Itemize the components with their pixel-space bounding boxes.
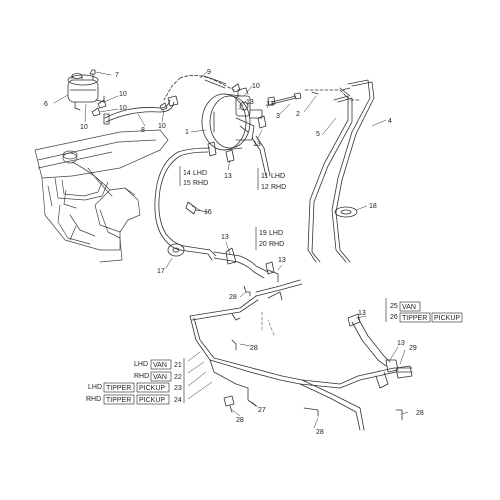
lower-brake-pipes — [189, 279, 413, 431]
tag-lhd: LHD — [271, 173, 285, 180]
tag-rhd: RHD — [134, 373, 149, 380]
vacuum-hose-14-15 — [154, 141, 217, 261]
pipe-26-hose — [347, 313, 399, 373]
leader-lines — [53, 71, 409, 429]
callout-29[interactable]: 29 — [409, 345, 417, 352]
callout-13[interactable]: 13 — [266, 101, 274, 108]
label-box-19-20: 19 LHD 20 RHD — [255, 227, 284, 250]
label-box-25-26: 25 VAN 26 TIPPER PICKUP — [385, 298, 463, 323]
callout-19[interactable]: 19 — [259, 230, 267, 237]
brake-booster — [201, 87, 263, 151]
vacuum-hose-11-12 — [251, 135, 271, 177]
callout-5[interactable]: 5 — [316, 131, 320, 138]
brake-pipe-4 — [331, 79, 375, 263]
grommet-18 — [334, 206, 358, 218]
callout-13[interactable]: 13 — [246, 99, 254, 106]
tag-pickup: PICKUP — [434, 315, 460, 322]
bolts-28 — [223, 285, 403, 421]
tag-tipper: TIPPER — [106, 385, 131, 392]
tag-rhd: RHD — [193, 180, 208, 187]
callout-18[interactable]: 18 — [369, 203, 377, 210]
callout-14[interactable]: 14 — [183, 170, 191, 177]
callout-4[interactable]: 4 — [388, 118, 392, 125]
label-box-11-12: 11 LHD 12 RHD — [257, 168, 286, 191]
callout-10[interactable]: 10 — [80, 124, 88, 131]
hose-8 — [103, 95, 179, 125]
callout-10[interactable]: 10 — [119, 91, 127, 98]
hose-19-20 — [213, 247, 269, 279]
small-parts — [167, 115, 279, 283]
callout-17[interactable]: 17 — [157, 268, 165, 275]
callout-1[interactable]: 1 — [185, 129, 189, 136]
callout-20[interactable]: 20 — [259, 241, 267, 248]
callout-28[interactable]: 28 — [250, 345, 258, 352]
callout-28[interactable]: 28 — [416, 410, 424, 417]
callout-28[interactable]: 28 — [316, 429, 324, 436]
callout-13[interactable]: 13 — [253, 141, 261, 148]
callout-10[interactable]: 10 — [119, 105, 127, 112]
callout-10[interactable]: 10 — [158, 123, 166, 130]
tag-tipper: TIPPER — [106, 397, 131, 404]
callout-7[interactable]: 7 — [115, 72, 119, 79]
tag-pickup: PICKUP — [139, 385, 165, 392]
tag-lhd: LHD — [269, 230, 283, 237]
tag-rhd: RHD — [271, 184, 286, 191]
clips-10 — [91, 83, 241, 117]
bolt-7 — [89, 69, 96, 81]
callout-23[interactable]: 23 — [174, 385, 182, 392]
brake-pipe-5 — [307, 87, 353, 263]
vehicle-body-outline — [34, 129, 169, 263]
callout-22[interactable]: 22 — [174, 374, 182, 381]
callout-12[interactable]: 12 — [261, 184, 269, 191]
callout-28[interactable]: 28 — [236, 417, 244, 424]
tag-rhd: RHD — [269, 241, 284, 248]
callout-2[interactable]: 2 — [296, 111, 300, 118]
callout-8[interactable]: 8 — [141, 127, 145, 134]
bolt-2-3 — [267, 89, 361, 106]
tag-lhd: LHD — [134, 361, 148, 368]
callout-25[interactable]: 25 — [390, 303, 398, 310]
callout-13[interactable]: 13 — [397, 340, 405, 347]
tag-van: VAN — [402, 304, 416, 311]
callout-9[interactable]: 9 — [207, 69, 211, 76]
callout-26[interactable]: 26 — [390, 314, 398, 321]
callout-13[interactable]: 13 — [224, 173, 232, 180]
tag-van: VAN — [153, 362, 167, 369]
callout-13[interactable]: 13 — [278, 257, 286, 264]
callout-28[interactable]: 28 — [229, 294, 237, 301]
callout-16[interactable]: 16 — [204, 209, 212, 216]
hose-9 — [163, 75, 235, 101]
callout-10[interactable]: 10 — [252, 83, 260, 90]
callout-3[interactable]: 3 — [276, 113, 280, 120]
tag-van: VAN — [153, 374, 167, 381]
callout-13[interactable]: 13 — [221, 234, 229, 241]
callout-27[interactable]: 27 — [258, 407, 266, 414]
fluid-reservoir — [67, 73, 105, 111]
label-box-21-24: LHD VAN 21 RHD VAN 22 LHD TIPPER PICKUP … — [86, 358, 185, 405]
tag-lhd: LHD — [193, 170, 207, 177]
label-box-14-15: 14 LHD 15 RHD — [179, 166, 208, 187]
callout-24[interactable]: 24 — [174, 397, 182, 404]
tag-rhd: RHD — [86, 396, 101, 403]
callout-13[interactable]: 13 — [358, 310, 366, 317]
tag-lhd: LHD — [88, 384, 102, 391]
tag-pickup: PICKUP — [139, 397, 165, 404]
tag-tipper: TIPPER — [402, 315, 427, 322]
callout-15[interactable]: 15 — [183, 180, 191, 187]
callout-21[interactable]: 21 — [174, 362, 182, 369]
callout-11[interactable]: 11 — [261, 173, 268, 180]
callout-6[interactable]: 6 — [44, 101, 48, 108]
